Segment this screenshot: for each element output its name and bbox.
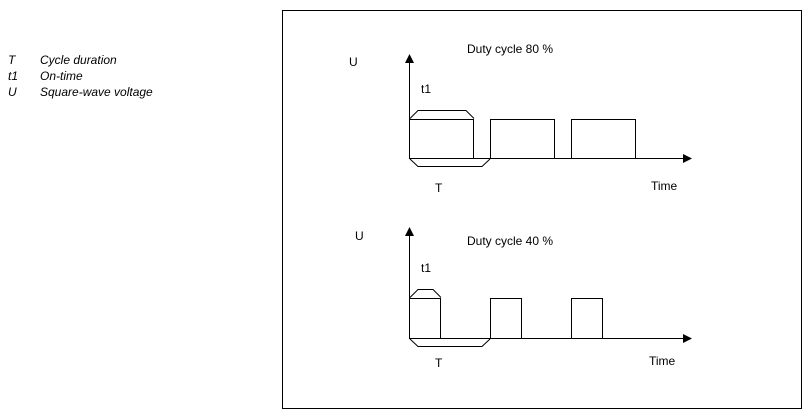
legend-symbol: T xyxy=(8,53,16,67)
on-time-bracket xyxy=(409,289,442,298)
period-label: T xyxy=(435,181,443,195)
legend-text: Cycle duration xyxy=(40,53,117,67)
panel-duty-40: Duty cycle 40 % U Time t1 T xyxy=(355,227,692,370)
y-axis-label: U xyxy=(349,55,358,69)
pulse xyxy=(571,298,603,339)
y-axis-arrow xyxy=(405,54,414,63)
x-axis-arrow xyxy=(683,334,692,343)
pulse xyxy=(409,119,474,159)
panel-title: Duty cycle 80 % xyxy=(467,42,553,56)
legend-text: Square-wave voltage xyxy=(40,85,153,99)
x-axis-label: Time xyxy=(649,354,676,368)
legend-text: On-time xyxy=(40,69,83,83)
on-time-label: t1 xyxy=(421,261,431,275)
y-axis-label: U xyxy=(355,229,364,243)
panel-title: Duty cycle 40 % xyxy=(467,234,553,248)
legend-symbol: t1 xyxy=(8,69,19,83)
period-bracket xyxy=(409,338,491,347)
x-axis-arrow xyxy=(683,154,692,163)
pulse xyxy=(490,298,522,339)
legend-item-on-time: t1 On-time xyxy=(8,68,153,84)
on-time-label: t1 xyxy=(421,82,431,96)
on-time-bracket xyxy=(409,110,475,119)
diagram-frame xyxy=(282,10,802,409)
period-bracket xyxy=(409,158,491,167)
pulse xyxy=(571,119,636,159)
legend-item-voltage: U Square-wave voltage xyxy=(8,84,153,100)
legend: T Cycle duration t1 On-time U Square-wav… xyxy=(8,52,153,100)
pulse xyxy=(490,119,555,159)
panel-duty-80: Duty cycle 80 % U Time t1 T xyxy=(349,42,692,195)
y-axis-arrow xyxy=(405,227,414,236)
legend-symbol: U xyxy=(8,85,17,99)
x-axis-label: Time xyxy=(651,179,678,193)
pulse xyxy=(409,298,441,339)
period-label: T xyxy=(435,356,443,370)
legend-item-cycle-duration: T Cycle duration xyxy=(8,52,153,68)
